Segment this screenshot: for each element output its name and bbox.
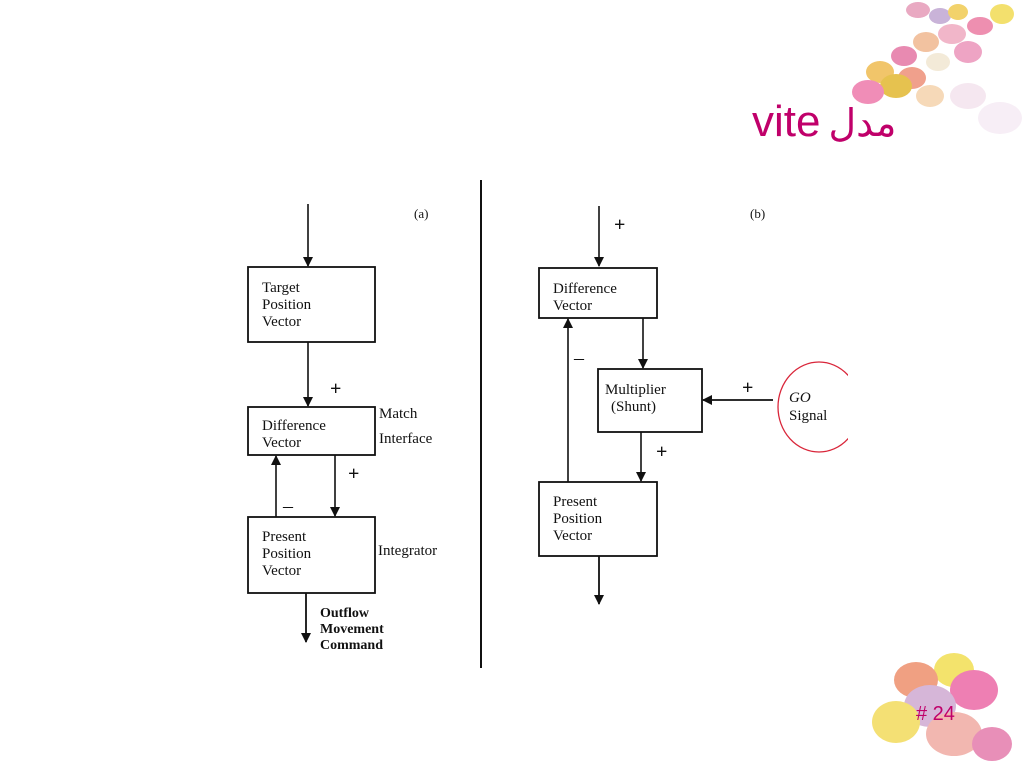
title-latin: vite xyxy=(752,97,821,146)
diagram-svg: (a) Target Position Vector + Difference … xyxy=(247,180,861,668)
plus-sign-a2: + xyxy=(348,463,359,485)
present-box-a-line-2: Position xyxy=(262,546,312,562)
candy-decoration-bottom xyxy=(872,653,1012,761)
present-position-vector-box-b xyxy=(538,481,658,557)
candy-decoration-top xyxy=(852,2,1022,134)
outflow-line-1: Outflow xyxy=(320,606,370,621)
difference-box-a-line-1: Difference xyxy=(262,418,326,434)
page-number: # 24 xyxy=(916,703,955,725)
present-box-b-line-2: Position xyxy=(553,511,603,527)
panel-a-label: (a) xyxy=(414,206,428,221)
panel-a: (a) Target Position Vector + Difference … xyxy=(247,204,437,653)
plus-sign-b-top: + xyxy=(614,214,625,236)
plus-sign-b-go: + xyxy=(742,377,753,399)
target-box-line-2: Position xyxy=(262,297,312,313)
panel-b-label: (b) xyxy=(750,206,765,221)
signal-label: Signal xyxy=(789,408,827,424)
minus-sign-b: – xyxy=(573,347,585,369)
minus-sign-a: – xyxy=(282,495,294,517)
plus-sign-b-mid: + xyxy=(656,441,667,463)
difference-vector-box-b xyxy=(538,267,658,319)
vite-diagram-figure: (a) Target Position Vector + Difference … xyxy=(238,176,861,676)
difference-box-a-line-2: Vector xyxy=(262,435,301,451)
go-signal-highlight-circle xyxy=(777,361,861,453)
outflow-line-3: Command xyxy=(320,638,383,653)
plus-sign-a1: + xyxy=(330,378,341,400)
present-position-vector-box-a xyxy=(247,516,376,594)
difference-box-b-line-2: Vector xyxy=(553,298,592,314)
present-box-b-line-3: Vector xyxy=(553,528,592,544)
target-position-vector-box xyxy=(247,266,376,343)
difference-vector-box-a xyxy=(247,406,376,456)
title-arabic: مدل xyxy=(828,101,897,145)
multiplier-box-line-1: Multiplier xyxy=(605,382,666,398)
difference-box-b-line-1: Difference xyxy=(553,281,617,297)
integrator-label: Integrator xyxy=(378,543,437,559)
target-box-line-1: Target xyxy=(262,280,301,296)
present-box-a-line-1: Present xyxy=(262,529,307,545)
panel-b: (b) + Difference Vector – Multiplier (Sh… xyxy=(538,206,861,605)
go-label: GO xyxy=(789,390,811,406)
target-box-line-3: Vector xyxy=(262,314,301,330)
interface-label: Interface xyxy=(379,431,433,447)
present-box-b-line-1: Present xyxy=(553,494,598,510)
match-label: Match xyxy=(379,406,418,422)
multiplier-box-line-2: (Shunt) xyxy=(611,399,656,415)
outflow-line-2: Movement xyxy=(320,622,384,637)
present-box-a-line-3: Vector xyxy=(262,563,301,579)
